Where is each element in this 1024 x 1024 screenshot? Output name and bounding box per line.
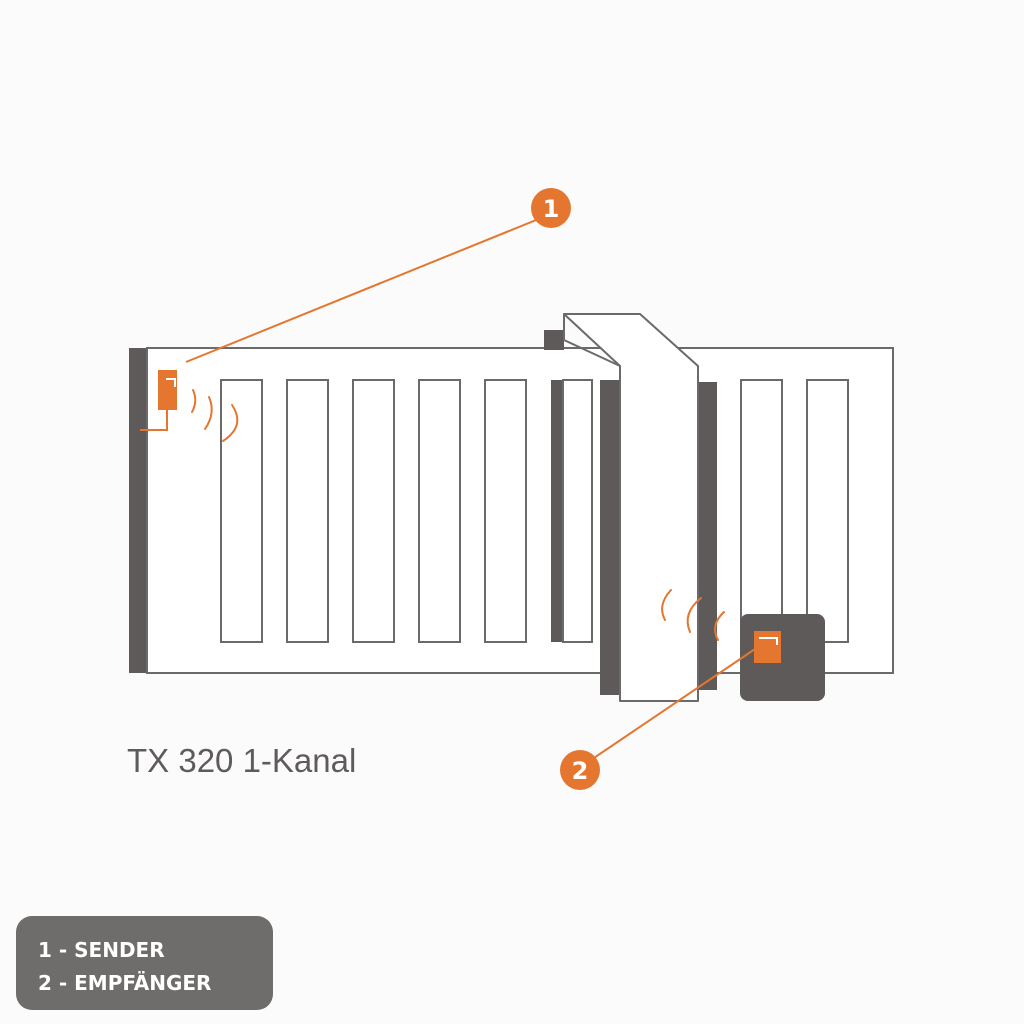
pillar-post-right xyxy=(698,382,717,690)
gate-bar-shadow xyxy=(551,380,563,642)
receiver-mark xyxy=(759,637,778,645)
gate-bar xyxy=(352,379,395,643)
sender-cable xyxy=(140,410,168,431)
callout-2-leader xyxy=(581,646,759,767)
product-caption: TX 320 1-Kanal xyxy=(127,742,356,779)
callout-1-badge: 1 xyxy=(531,188,571,228)
callout-2-number: 2 xyxy=(572,757,589,785)
sender-device xyxy=(158,370,177,410)
left-post xyxy=(129,348,147,673)
sender-mark xyxy=(166,378,176,387)
legend-box: 1 - SENDER 2 - EMPFÄNGER xyxy=(16,916,273,1010)
gate-bar xyxy=(418,379,461,643)
gate-bar xyxy=(806,379,849,643)
callout-1-number: 1 xyxy=(543,195,560,223)
pillar-edge xyxy=(563,314,621,367)
receiver-box xyxy=(740,614,825,701)
legend-item-sender: 1 - SENDER xyxy=(38,938,165,962)
callout-1-leader xyxy=(185,215,547,363)
gate-bar xyxy=(286,379,329,643)
sender-signal-icon xyxy=(191,389,239,442)
receiver-device xyxy=(754,631,781,663)
receiver-signal-icon xyxy=(661,589,725,641)
gate-bars xyxy=(220,379,849,643)
pillar-post-left xyxy=(600,380,620,695)
pillar-shadow-top xyxy=(544,330,564,350)
gate-bar xyxy=(220,379,263,643)
gate-bar xyxy=(562,379,593,643)
legend-item-receiver: 2 - EMPFÄNGER xyxy=(38,971,212,995)
gate-bar xyxy=(484,379,527,643)
callout-2-badge: 2 xyxy=(560,750,600,790)
